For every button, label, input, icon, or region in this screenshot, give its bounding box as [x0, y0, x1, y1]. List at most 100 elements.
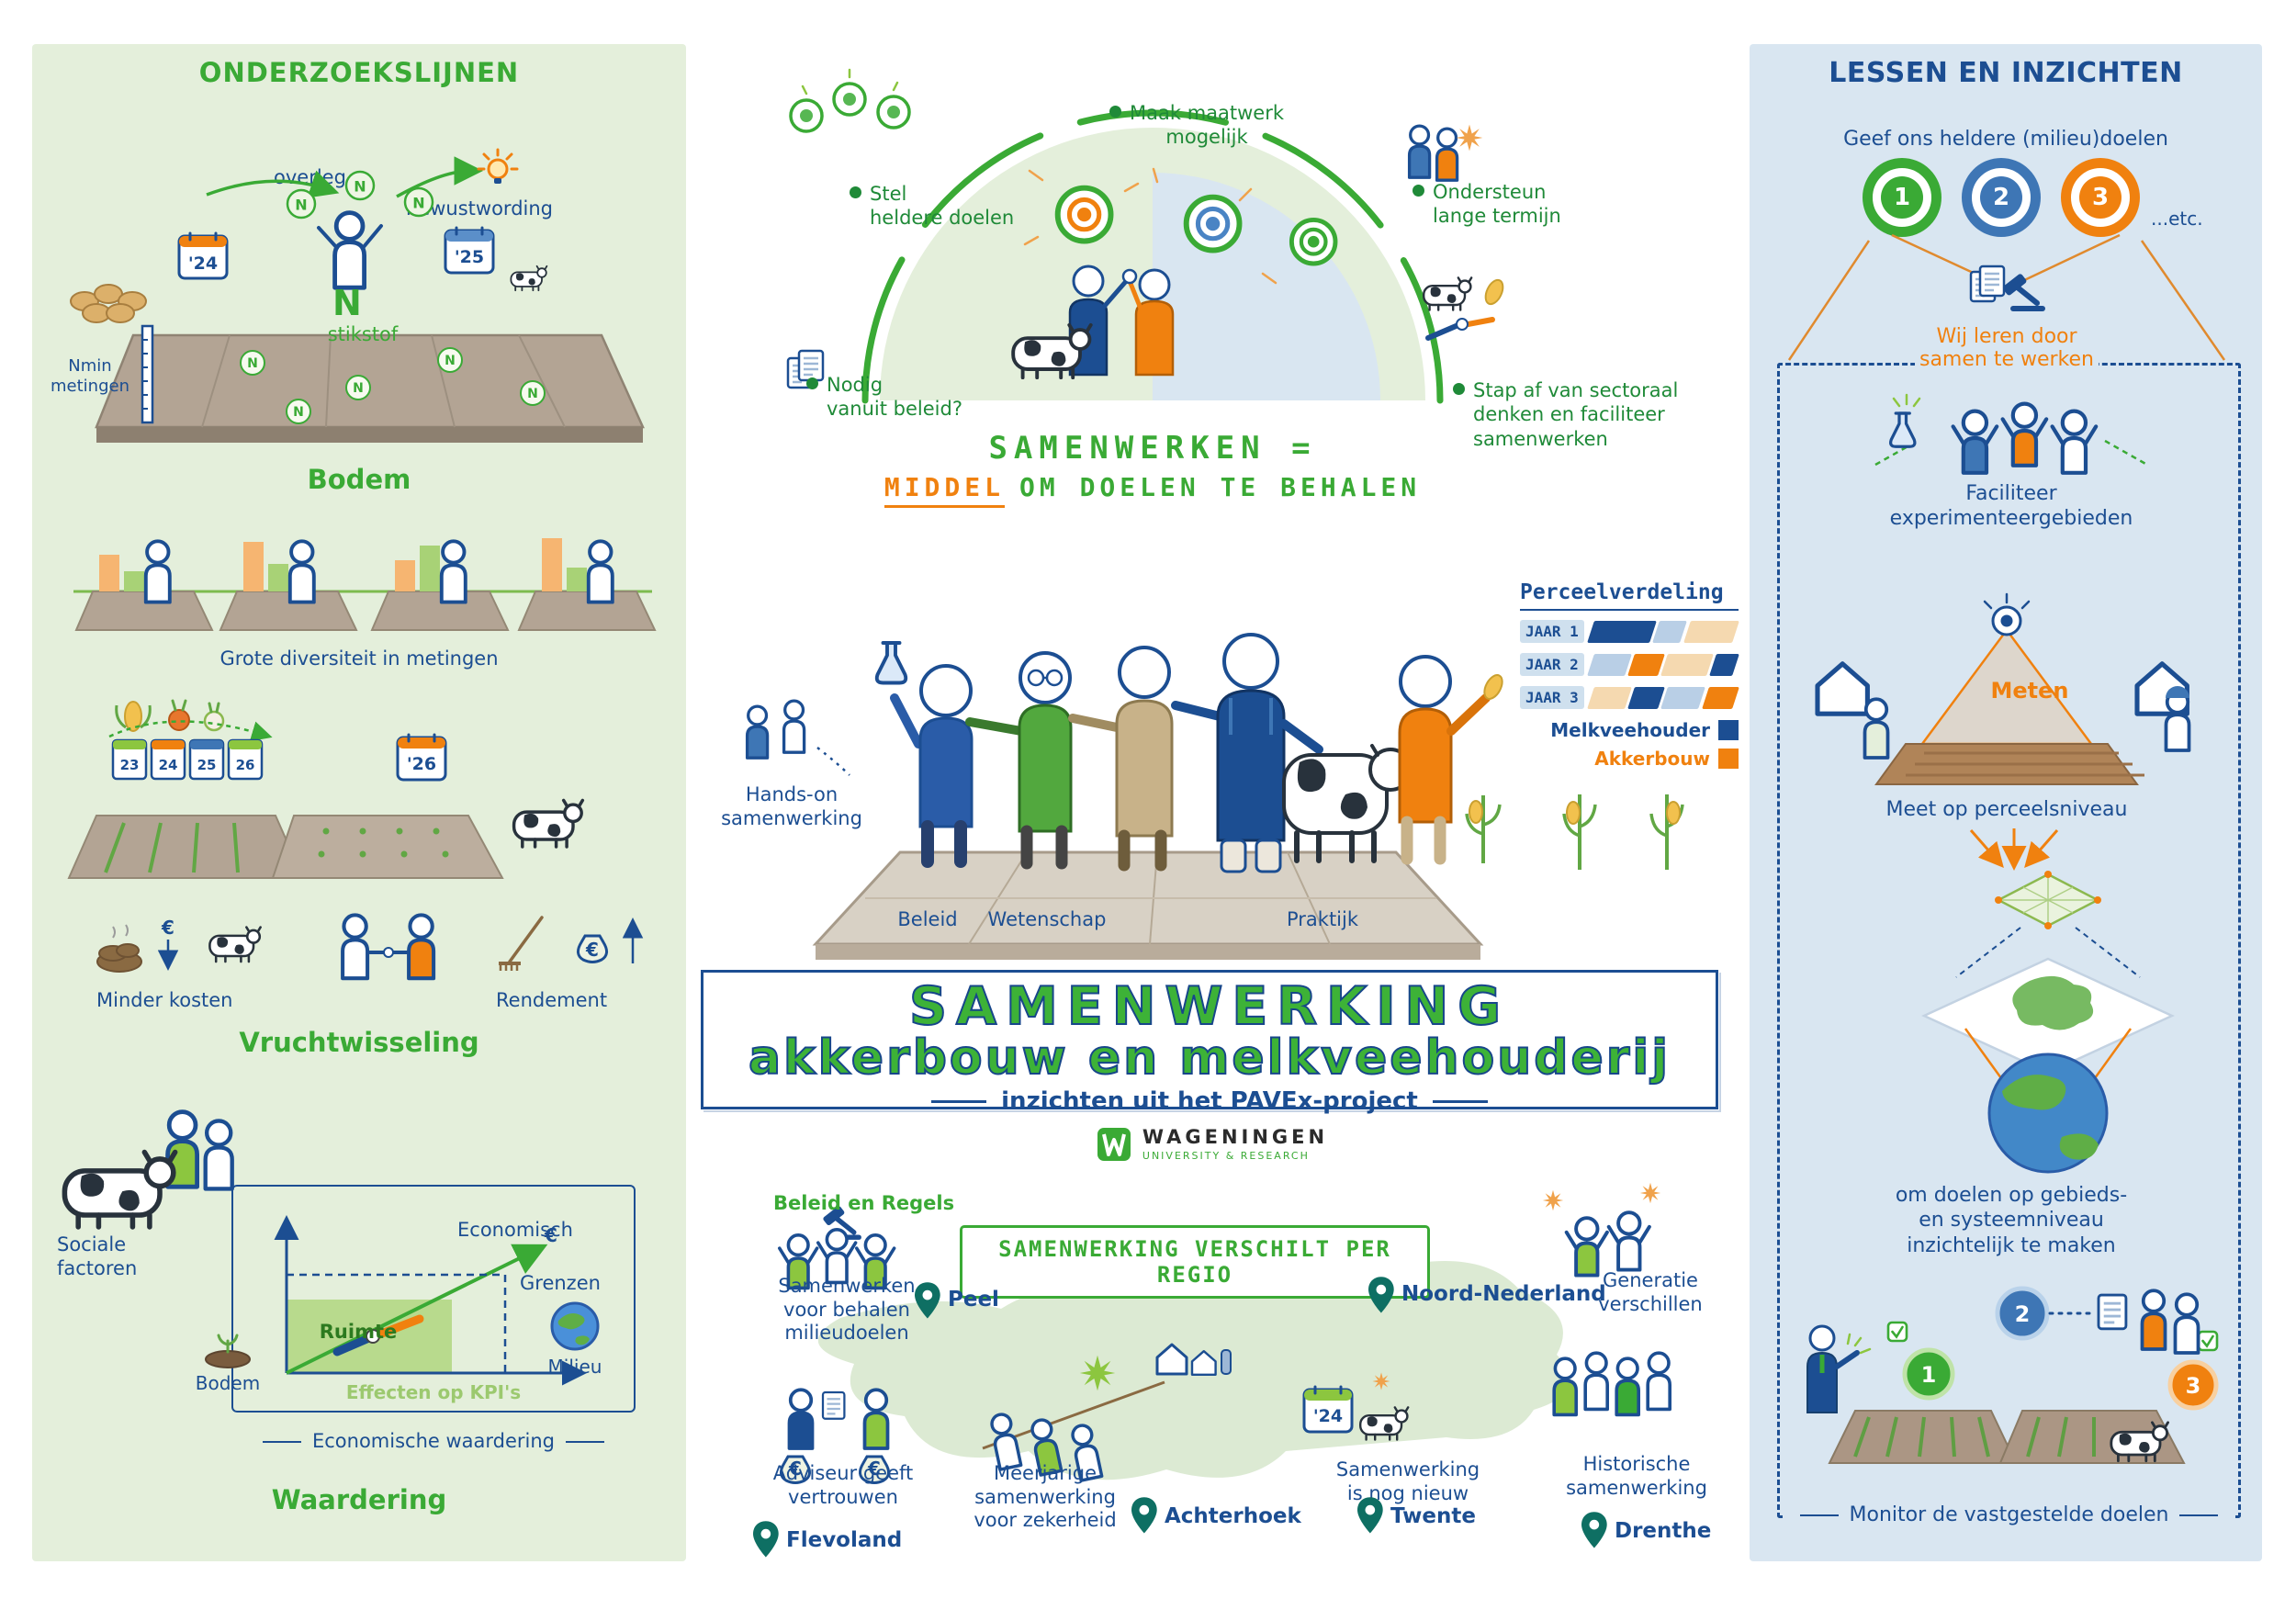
legend-melkveehouder: Melkveehouder [1520, 719, 1739, 741]
bullet-sectoraal-text: Stap af van sectoraal denken en facilite… [1473, 379, 1679, 450]
policy-doc-icon [1978, 265, 2006, 298]
meting-plot-1 [74, 539, 214, 631]
economisch-label: Economisch [457, 1219, 573, 1241]
pin-twente-label: Twente [1390, 1504, 1476, 1528]
farmer-juggling-icon [317, 213, 383, 288]
rays [1023, 167, 1277, 285]
kpi-chart-illustration: € [274, 1215, 587, 1386]
jaar3-label: JAAR 3 [1520, 686, 1584, 709]
goal-circle-1: 1 [1863, 158, 1941, 237]
bullet-nodig-text: Nodig vanuit beleid? [827, 374, 962, 421]
bullet-ondersteun-text: Ondersteun lange termijn [1433, 181, 1561, 228]
bullet-dot [1109, 106, 1121, 118]
main-title-line2: akkerbouw en melkveehouderij [748, 1030, 1671, 1086]
rake-icon [499, 916, 544, 971]
crop-icons [115, 699, 225, 732]
wageningen-logo-text: WAGENINGEN UNIVERSITY & RESEARCH [1142, 1126, 1328, 1162]
person-green-advisor [965, 651, 1073, 870]
legend-swatch-orange [1718, 749, 1739, 769]
svg-text:N: N [412, 195, 424, 212]
bodem-label: Bodem [195, 1372, 261, 1394]
twente-new-group: '24 [1302, 1372, 1410, 1441]
green-arc [861, 109, 1444, 404]
achterhoek-note: Meerjarige samenwerking voor zekerheid [974, 1462, 1117, 1532]
experiment-cheer-illustration [1874, 393, 2148, 476]
milieu-globe-icon [550, 1301, 600, 1351]
logo-name: WAGENINGEN [1142, 1126, 1329, 1148]
person-arable-farmer [1398, 655, 1503, 865]
meting-plot-3 [370, 539, 510, 631]
sensor-eye-icon [1983, 592, 2031, 636]
bodem-heading: Bodem [307, 464, 411, 495]
calendar-25: '25 [444, 226, 495, 275]
samenwerking-group-illustration [812, 633, 1503, 960]
flask-icon [1889, 411, 1917, 448]
economische-waardering-label: Economische waardering [252, 1430, 615, 1452]
calendar-25-year: '25 [455, 247, 484, 267]
manure-icon [96, 924, 142, 973]
perceelverdeling-title: Perceelverdeling [1520, 580, 1739, 611]
right-panel-title: LESSEN EN INZICHTEN [1829, 57, 2183, 89]
bewustwording-arrow [396, 156, 483, 198]
svg-text:€: € [788, 1458, 802, 1480]
person-tan [1068, 646, 1174, 872]
svg-text:N: N [354, 178, 366, 196]
goal-circle-3-number: 3 [2079, 176, 2122, 219]
platform [812, 850, 1484, 960]
farm-building-icon [1818, 664, 1867, 714]
perceel-row-jaar1: JAAR 1 [1520, 620, 1739, 643]
ruimte-label: Ruimte [319, 1321, 398, 1343]
hands-on-label: Hands-on samenwerking [721, 783, 862, 830]
pin-flevoland-label: Flevoland [786, 1528, 903, 1552]
monitor-circle-3: 3 [2167, 1359, 2219, 1411]
farm-icon [1155, 1343, 1232, 1377]
legend-akkerbouw: Akkerbouw [1520, 748, 1739, 770]
wageningen-logo: WAGENINGEN UNIVERSITY & RESEARCH [1065, 1126, 1359, 1162]
svg-text:'24: '24 [1313, 1406, 1343, 1426]
bullet-stel-text: Stel heldere doelen [870, 183, 1015, 230]
svg-text:24: 24 [159, 757, 178, 773]
jaar1-label: JAAR 1 [1520, 620, 1584, 643]
goal-circle-2: 2 [1962, 158, 2041, 237]
globe-icon [1987, 1053, 2109, 1174]
waardering-heading: Waardering [271, 1484, 447, 1515]
moneybag-icon: € [576, 934, 609, 963]
meting-plot-2 [219, 539, 358, 631]
check-icon [2197, 1330, 2219, 1352]
svg-text:N: N [445, 354, 456, 368]
bullet-stel-doelen: Stel heldere doelen [850, 182, 1014, 231]
meten-farm-illustration [1814, 592, 2191, 785]
overleg-arrow [206, 170, 340, 198]
experiment-circles-icon [789, 68, 911, 133]
grenzen-lines [287, 1273, 507, 1373]
rendement-label: Rendement [496, 989, 608, 1011]
svg-text:€: € [544, 1224, 557, 1246]
svg-text:'26: '26 [407, 754, 436, 774]
monitor-scene-illustration: 1 2 3 [1806, 1286, 2219, 1464]
monitor-advisor-icon [1806, 1324, 1872, 1413]
monitor-text-wrap: Monitor de vastgestelde doelen [1777, 1503, 2241, 1527]
calendar-24: '24 [177, 231, 229, 280]
moneybag-icon: € [779, 1455, 812, 1484]
vruchtwisseling-illustration: 23 24 25 26 '26 [67, 699, 585, 879]
nmin-label: Nmin metingen [51, 356, 129, 396]
goal-circle-2-number: 2 [1980, 176, 2022, 219]
legend-swatch-blue [1718, 720, 1739, 740]
regio-banner: SAMENWERKING VERSCHILT PER REGIO [960, 1225, 1430, 1299]
headline-rest-text: OM DOELEN TE BEHALEN [1019, 472, 1422, 502]
calendar-26: '26 [396, 733, 447, 782]
person-dairy-farmer [1171, 633, 1323, 873]
monitor-circle-1: 1 [1902, 1347, 1955, 1401]
beleid-regels-label: Beleid en Regels [773, 1192, 955, 1214]
svg-text:€: € [585, 939, 599, 961]
perceel-row-jaar2: JAAR 2 [1520, 653, 1739, 676]
svg-text:N: N [247, 356, 258, 371]
down-arrows-icon [1969, 828, 2059, 871]
logo-subtitle: UNIVERSITY & RESEARCH [1142, 1150, 1310, 1162]
bullet-dot [806, 377, 818, 389]
bodem-soil-icon [205, 1334, 251, 1368]
sociale-factoren-label: Sociale factoren [57, 1233, 138, 1280]
jaar2-label: JAAR 2 [1520, 653, 1584, 676]
